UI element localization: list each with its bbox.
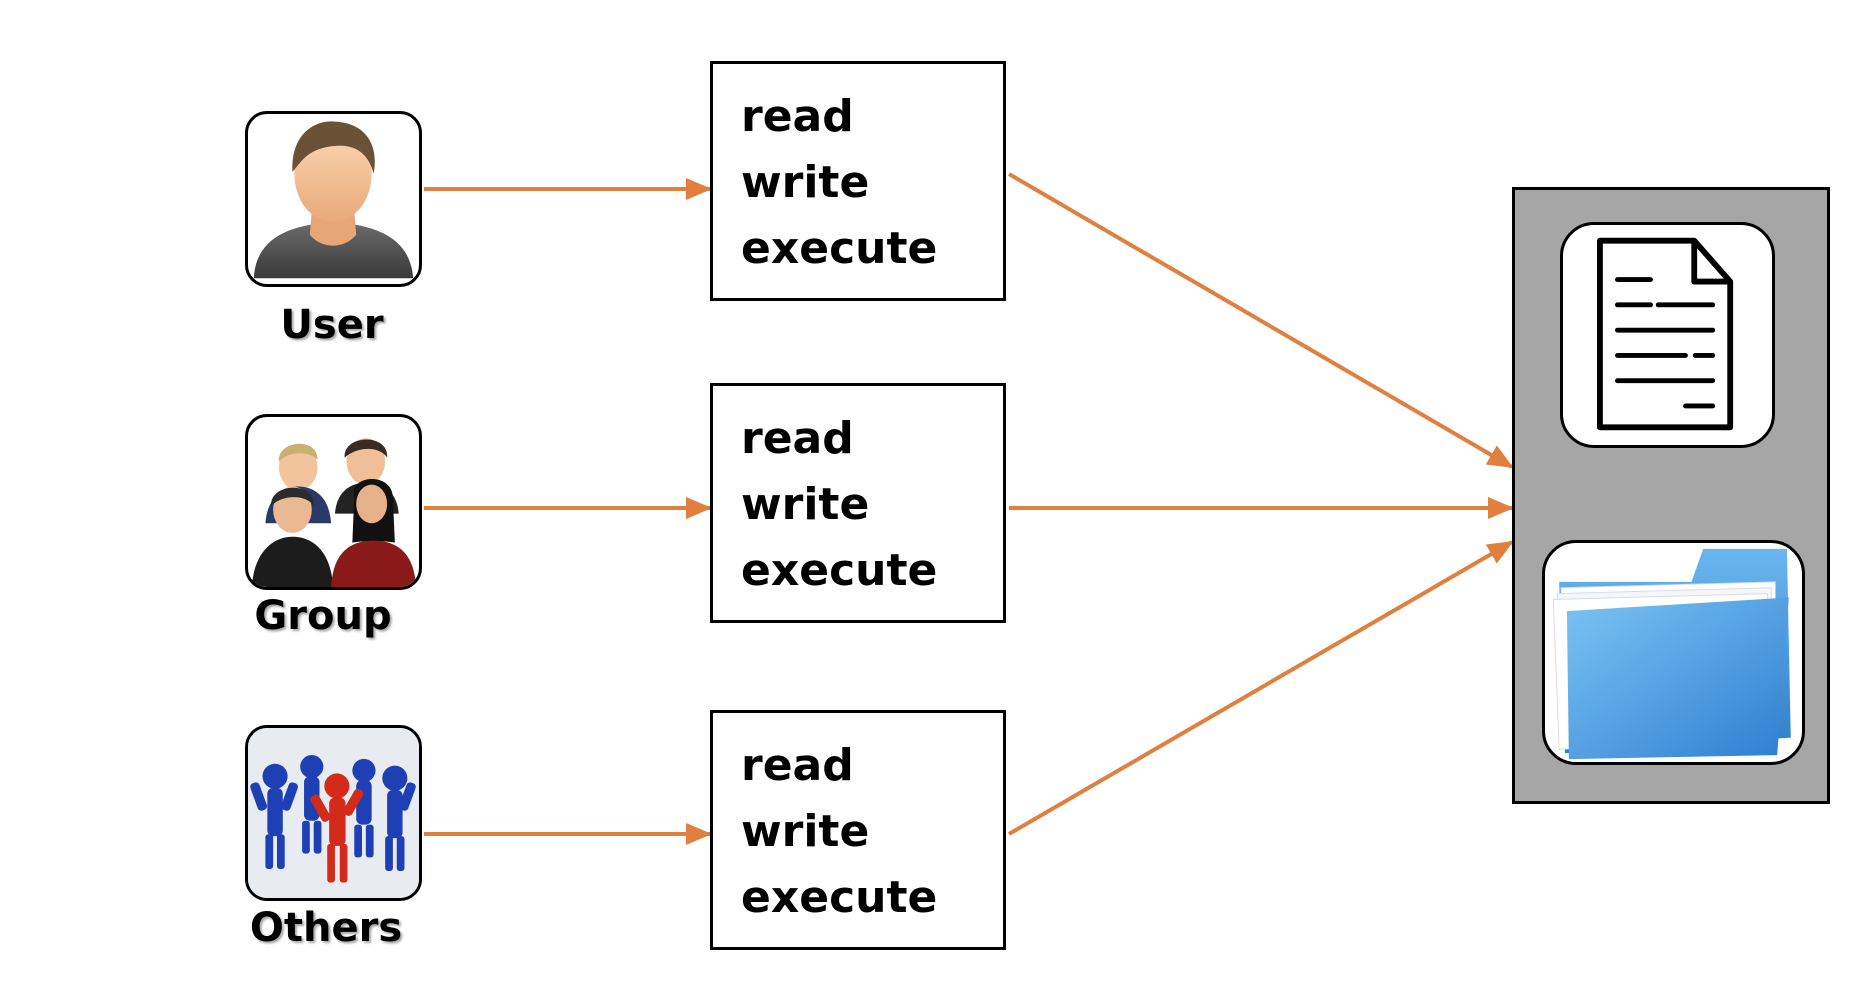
- entity-label-group: Group: [254, 593, 392, 639]
- permission-write: write: [741, 479, 870, 530]
- crowd-figures-icon: [248, 728, 419, 898]
- permission-read: read: [741, 740, 854, 791]
- arrow-permissions3-to-target: [1007, 540, 1514, 836]
- permissions-box-group: read write execute: [710, 383, 1006, 623]
- permission-write: write: [741, 157, 870, 208]
- permission-read: read: [741, 91, 854, 142]
- entity-label-others: Others: [249, 905, 403, 951]
- group-people-icon: [251, 438, 417, 587]
- permission-read: read: [741, 413, 854, 464]
- folder-tile: [1542, 540, 1805, 765]
- target-objects-panel: [1512, 187, 1830, 804]
- file-tile: [1560, 222, 1775, 448]
- permissions-box-others: read write execute: [710, 710, 1006, 950]
- folder-icon: [1552, 548, 1791, 760]
- others-avatar-tile: [245, 725, 422, 901]
- permissions-box-user: read write execute: [710, 61, 1006, 301]
- permission-write: write: [741, 806, 870, 857]
- user-avatar-tile: [245, 111, 422, 287]
- permission-execute: execute: [741, 872, 938, 923]
- user-avatar-icon: [253, 121, 414, 279]
- permission-execute: execute: [741, 545, 938, 596]
- group-avatar-tile: [245, 414, 422, 590]
- entity-label-user: User: [280, 302, 384, 348]
- arrow-permissions1-to-target: [1007, 172, 1514, 469]
- permission-execute: execute: [741, 223, 938, 274]
- document-icon: [1597, 237, 1734, 431]
